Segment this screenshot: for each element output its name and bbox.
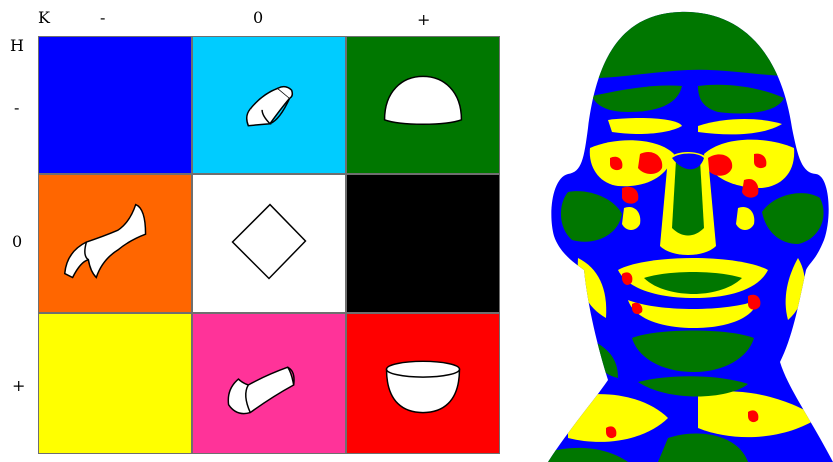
cell-hneg-kpos bbox=[346, 36, 500, 174]
valley-surface-icon bbox=[193, 314, 345, 453]
cell-hneg-kneg bbox=[38, 36, 192, 174]
h-zero-label: 0 bbox=[12, 234, 22, 250]
cell-hneg-kzero bbox=[192, 36, 346, 174]
cell-hpos-kneg bbox=[38, 313, 192, 454]
cell-hzero-kzero bbox=[192, 174, 346, 313]
flat-plane-icon bbox=[193, 175, 345, 312]
hk-classification-grid bbox=[38, 36, 500, 454]
h-axis-label: H bbox=[10, 38, 24, 54]
h-positive-label: + bbox=[12, 378, 25, 394]
head-curvature-image bbox=[548, 8, 833, 462]
peak-dome-icon bbox=[347, 37, 499, 173]
cell-hpos-kzero bbox=[192, 313, 346, 454]
cell-hzero-kpos bbox=[346, 174, 500, 313]
pit-bowl-icon bbox=[347, 314, 499, 453]
k-zero-label: 0 bbox=[253, 10, 263, 26]
saddle-surface-icon bbox=[39, 175, 191, 312]
cell-hzero-kneg bbox=[38, 174, 192, 313]
ridge-surface-icon bbox=[193, 37, 345, 173]
k-axis-label: K bbox=[38, 10, 50, 26]
cell-hpos-kpos bbox=[346, 313, 500, 454]
k-negative-label: - bbox=[100, 10, 105, 26]
curvature-head-map bbox=[548, 8, 833, 462]
scalp-region bbox=[578, 8, 808, 78]
k-positive-label: + bbox=[417, 12, 430, 28]
h-negative-label: - bbox=[14, 100, 19, 116]
